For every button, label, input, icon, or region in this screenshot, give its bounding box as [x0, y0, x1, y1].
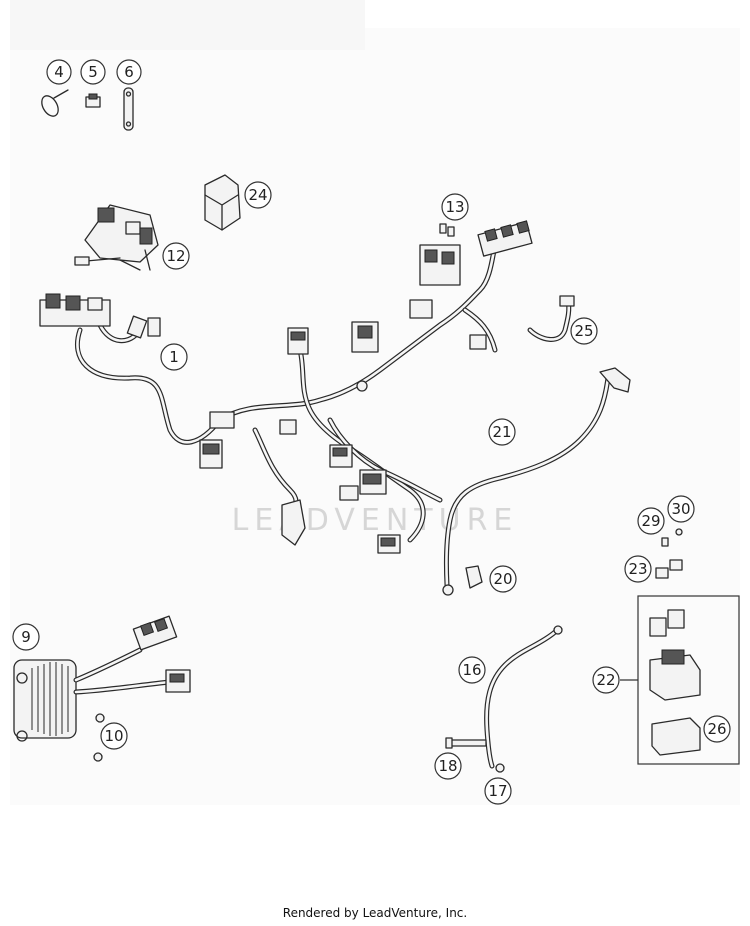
nut-part[interactable]	[675, 528, 683, 536]
cable-part[interactable]	[527, 295, 575, 342]
callout-23[interactable]: 23	[624, 555, 652, 583]
svg-text:20: 20	[493, 570, 512, 588]
mounting-bracket-part[interactable]	[74, 204, 159, 271]
svg-text:24: 24	[248, 186, 267, 204]
callout-4[interactable]: 4	[46, 59, 72, 85]
callout-25[interactable]: 25	[570, 317, 598, 345]
callout-10[interactable]: 10	[100, 722, 128, 750]
callout-1[interactable]: 1	[160, 343, 188, 371]
fuse-box-cover-part[interactable]	[204, 174, 241, 231]
callout-29[interactable]: 29	[637, 507, 665, 535]
footer-credit: Rendered by LeadVenture, Inc.	[282, 906, 468, 920]
callout-21[interactable]: 21	[488, 418, 516, 446]
washer-part[interactable]	[495, 763, 505, 773]
svg-text:6: 6	[124, 63, 134, 81]
callout-6[interactable]: 6	[116, 59, 142, 85]
strap-part[interactable]	[123, 87, 134, 131]
svg-text:30: 30	[671, 500, 690, 518]
callout-20[interactable]: 20	[489, 565, 517, 593]
svg-text:23: 23	[628, 560, 647, 578]
callout-9[interactable]: 9	[12, 623, 40, 651]
svg-text:26: 26	[707, 720, 726, 738]
svg-text:10: 10	[104, 727, 123, 745]
battery-cable-part[interactable]	[442, 367, 631, 596]
svg-text:9: 9	[21, 628, 31, 646]
svg-text:1: 1	[169, 348, 179, 366]
callout-16[interactable]: 16	[458, 656, 486, 684]
voltage-regulator-part[interactable]	[13, 615, 191, 742]
callout-17[interactable]: 17	[484, 777, 512, 805]
cable-boot-part[interactable]	[465, 565, 483, 589]
svg-text:12: 12	[166, 247, 185, 265]
svg-text:5: 5	[88, 63, 98, 81]
clip-part[interactable]	[85, 93, 101, 108]
svg-text:13: 13	[445, 198, 464, 216]
main-wiring-harness-part[interactable]	[39, 220, 533, 554]
callout-13[interactable]: 13	[441, 193, 469, 221]
callout-5[interactable]: 5	[80, 59, 106, 85]
fuse-insert-part[interactable]	[655, 559, 683, 579]
fuse-part[interactable]	[439, 223, 455, 237]
svg-text:18: 18	[438, 757, 457, 775]
svg-text:25: 25	[574, 322, 593, 340]
fuse-box-part[interactable]	[649, 609, 701, 701]
callout-24[interactable]: 24	[244, 181, 272, 209]
cable-tie-part[interactable]	[38, 89, 69, 119]
fuse-box-lid-part[interactable]	[651, 717, 701, 756]
svg-text:29: 29	[641, 512, 660, 530]
ground-cable-part[interactable]	[484, 625, 563, 769]
bolt-part[interactable]	[445, 737, 487, 749]
svg-text:22: 22	[596, 671, 615, 689]
callout-12[interactable]: 12	[162, 242, 190, 270]
callout-22[interactable]: 22	[592, 666, 620, 694]
callout-26[interactable]: 26	[703, 715, 731, 743]
callout-18[interactable]: 18	[434, 752, 462, 780]
svg-text:17: 17	[488, 782, 507, 800]
callout-30[interactable]: 30	[667, 495, 695, 523]
nut-10-part[interactable]	[93, 713, 105, 762]
svg-text:21: 21	[492, 423, 511, 441]
watermark: LEADVENTURE	[232, 503, 519, 538]
svg-text:4: 4	[54, 63, 64, 81]
screw-part[interactable]	[661, 537, 669, 547]
svg-text:16: 16	[462, 661, 481, 679]
